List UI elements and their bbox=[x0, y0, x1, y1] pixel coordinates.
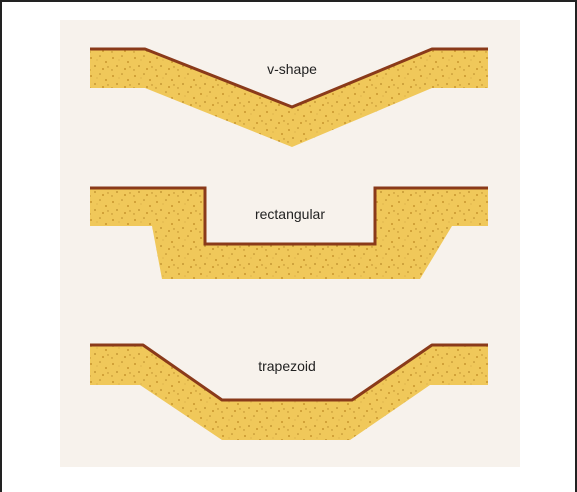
rectangular-channel: rectangular bbox=[90, 188, 488, 279]
trapezoid-label: trapezoid bbox=[258, 358, 316, 374]
rectangular-soil bbox=[90, 188, 488, 279]
rectangular-label: rectangular bbox=[255, 206, 325, 222]
v-shape-label: v-shape bbox=[267, 61, 317, 77]
trapezoid-channel: trapezoid bbox=[90, 345, 488, 440]
v-shape-channel: v-shape bbox=[90, 49, 488, 147]
